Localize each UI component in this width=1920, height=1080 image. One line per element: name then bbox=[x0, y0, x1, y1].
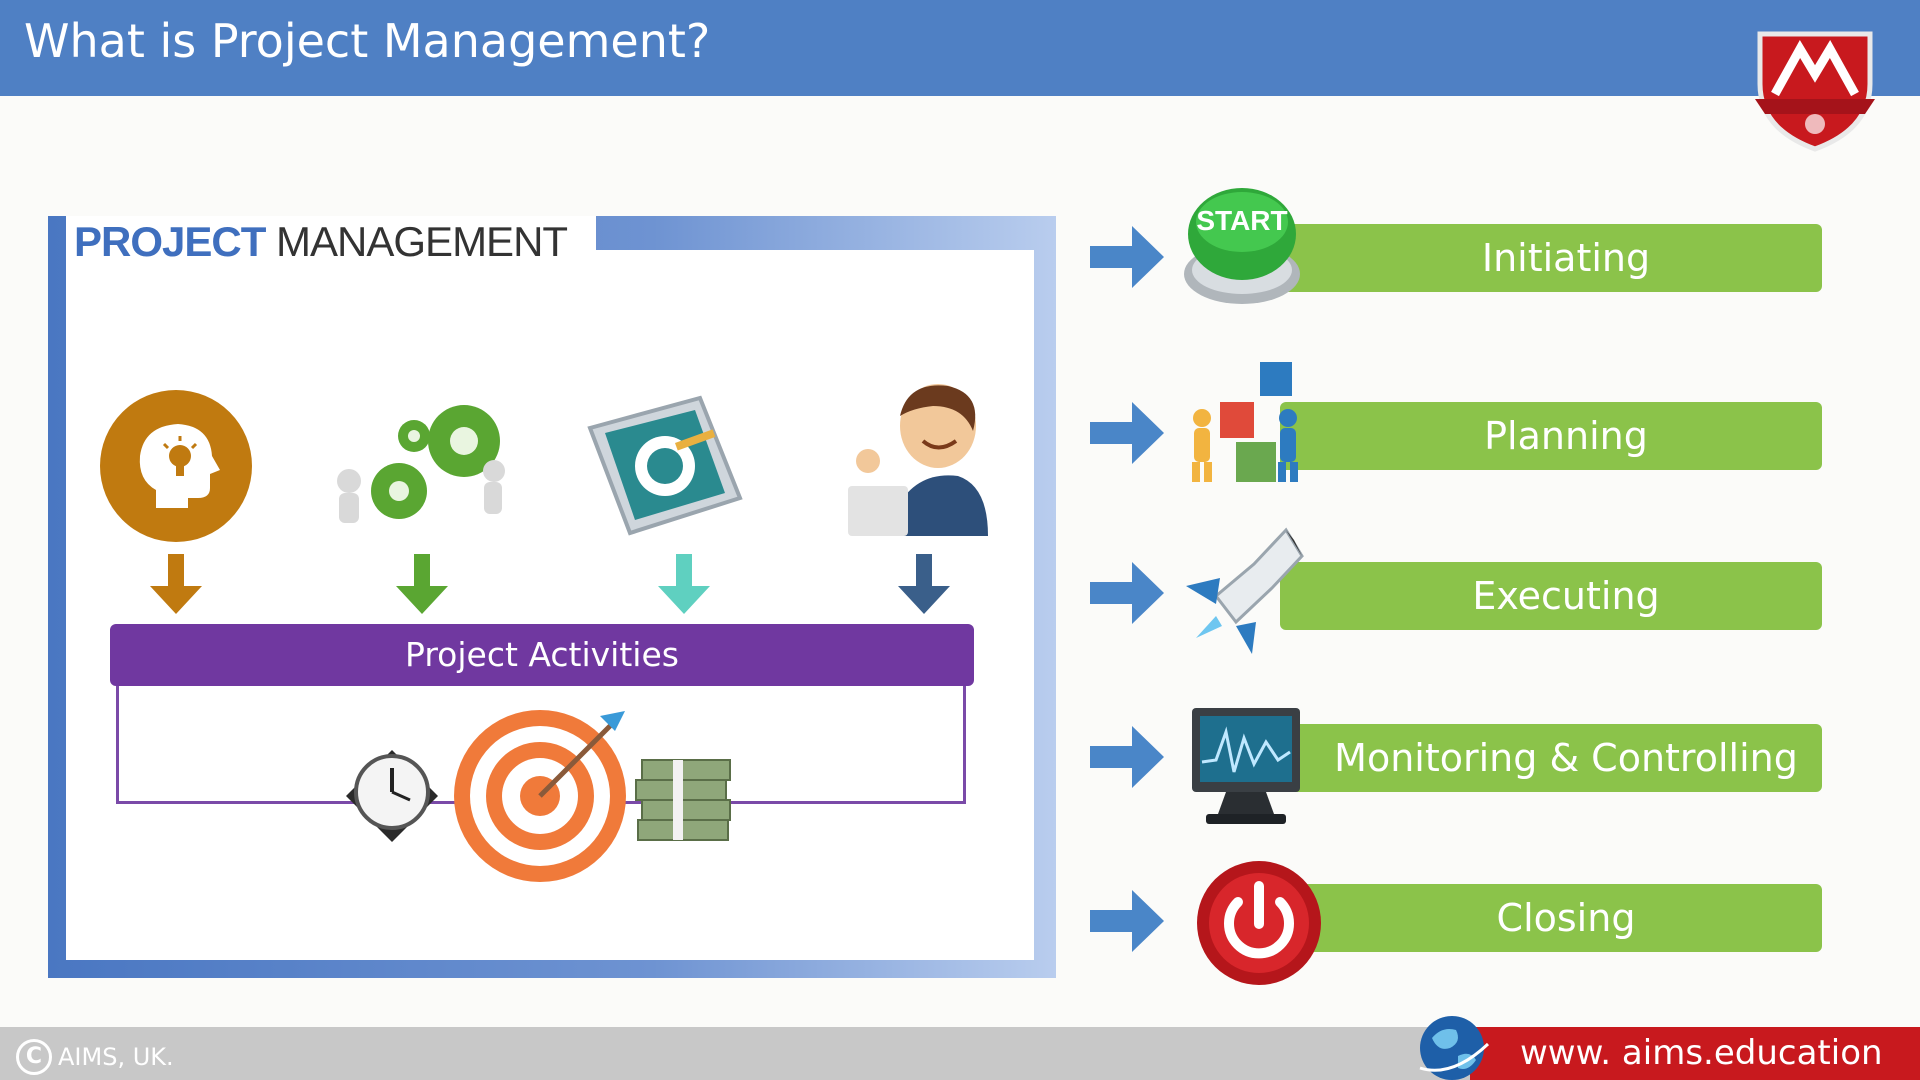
project-management-panel: PROJECT MANAGEMENT bbox=[48, 216, 1056, 978]
page-title: What is Project Management? bbox=[24, 14, 711, 68]
phase-monitoring-controlling: Monitoring & Controlling bbox=[1280, 724, 1822, 792]
settings-screen-icon bbox=[587, 395, 743, 536]
right-arrow-icon bbox=[1090, 562, 1164, 624]
svg-text:START: START bbox=[1196, 205, 1287, 236]
footer-url-banner bbox=[1470, 1027, 1920, 1080]
down-arrow-icon bbox=[658, 554, 710, 614]
phase-planning: Planning bbox=[1280, 402, 1822, 470]
copyright-icon: C bbox=[16, 1039, 52, 1075]
idea-head-icon bbox=[100, 390, 252, 542]
copyright-text: AIMS, UK. bbox=[58, 1043, 174, 1071]
target-icon bbox=[454, 710, 626, 882]
money-stack-icon bbox=[635, 759, 731, 841]
gears-team-icon bbox=[337, 405, 505, 523]
down-arrow-icon bbox=[898, 554, 950, 614]
clock-icon bbox=[346, 750, 438, 842]
right-arrow-icon bbox=[1090, 226, 1164, 288]
start-button-icon: START bbox=[1184, 188, 1300, 304]
panel-title-bold: PROJECT bbox=[74, 218, 266, 265]
panel-title-light: MANAGEMENT bbox=[276, 218, 568, 265]
footer-bar: C AIMS, UK. www. aims.education bbox=[0, 1027, 1920, 1080]
right-arrow-icon bbox=[1090, 726, 1164, 788]
building-blocks-icon bbox=[1192, 362, 1298, 482]
aims-logo-icon bbox=[1755, 31, 1875, 152]
globe-icon bbox=[1419, 1016, 1490, 1080]
monitor-icon bbox=[1192, 708, 1300, 824]
right-arrow-icon bbox=[1090, 402, 1164, 464]
right-arrow-icon bbox=[1090, 890, 1164, 952]
panel-title: PROJECT MANAGEMENT bbox=[74, 218, 568, 266]
support-person-icon bbox=[848, 384, 988, 536]
website-link[interactable]: www. aims.education bbox=[1520, 1033, 1883, 1073]
phase-initiating: Initiating bbox=[1280, 224, 1822, 292]
phase-executing: Executing bbox=[1280, 562, 1822, 630]
down-arrow-icon bbox=[396, 554, 448, 614]
header-bar: What is Project Management? bbox=[0, 0, 1920, 96]
rocket-icon bbox=[1186, 527, 1304, 654]
footer-copyright: C AIMS, UK. bbox=[16, 1039, 174, 1075]
project-activities-bar: Project Activities bbox=[110, 624, 974, 686]
down-arrow-icon bbox=[150, 554, 202, 614]
phase-closing: Closing bbox=[1280, 884, 1822, 952]
power-button-icon bbox=[1197, 861, 1321, 985]
